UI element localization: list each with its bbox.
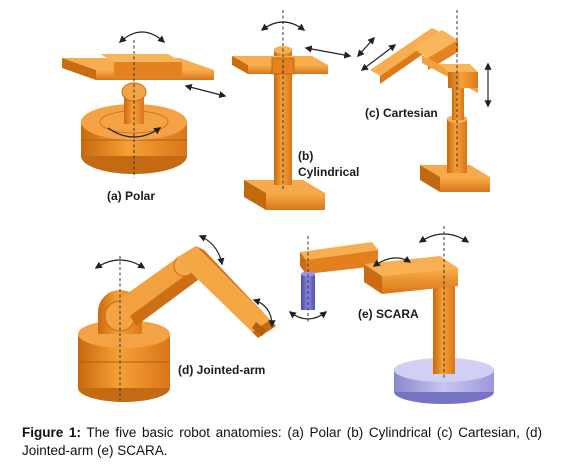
cartesian-robot-illustration	[357, 10, 492, 192]
jointed-arm-robot-illustration	[78, 235, 276, 402]
label-cylindrical-line1: (b)	[298, 149, 313, 163]
caption-label: Figure 1:	[22, 425, 81, 440]
label-scara: (e) SCARA	[358, 307, 419, 321]
label-jointed-arm: (d) Jointed-arm	[178, 363, 265, 377]
label-cylindrical-line2: Cylindrical	[298, 165, 359, 179]
label-cartesian: (c) Cartesian	[365, 106, 438, 120]
label-polar: (a) Polar	[107, 189, 155, 203]
polar-robot-illustration	[62, 31, 227, 178]
figure-caption: Figure 1: The five basic robot anatomies…	[22, 424, 542, 460]
scara-robot-illustration	[288, 226, 494, 404]
caption-text: The five basic robot anatomies: (a) Pola…	[22, 425, 542, 458]
cylindrical-robot-illustration	[232, 10, 352, 210]
